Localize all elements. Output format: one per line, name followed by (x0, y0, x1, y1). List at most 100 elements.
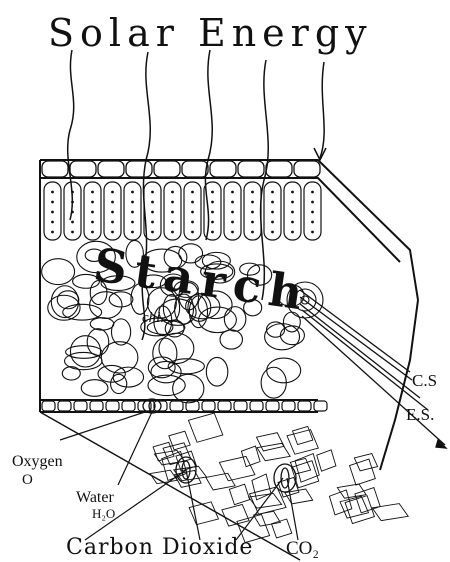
lower-cell (256, 433, 284, 451)
chloroplast (311, 201, 314, 204)
section-lines (300, 290, 446, 448)
chloroplast (151, 211, 154, 214)
lower-epidermis-cell (298, 401, 311, 411)
chloroplast (171, 221, 174, 224)
chloroplast (111, 221, 114, 224)
epidermis-cell (126, 161, 152, 177)
chloroplast (291, 211, 294, 214)
chloroplast (311, 211, 314, 214)
lower-cell (317, 450, 336, 471)
spongy-cell (265, 324, 300, 350)
lower-cell (295, 454, 319, 483)
chloroplast (51, 231, 54, 234)
epidermis-cell (70, 161, 96, 177)
epidermis-cell (294, 161, 320, 177)
chloroplast (231, 221, 234, 224)
solar-ray-5 (320, 62, 324, 158)
chloroplast (291, 191, 294, 194)
spongy-cell (280, 326, 304, 345)
chloroplast (51, 201, 54, 204)
chloroplast (211, 221, 214, 224)
chloroplast (231, 211, 234, 214)
lower-cell (257, 443, 290, 460)
lower-cell (293, 426, 313, 444)
chloroplast (131, 211, 134, 214)
lower-epidermis-cell (218, 401, 231, 411)
chloroplast (51, 211, 54, 214)
chloroplast (211, 191, 214, 194)
spongy-cell (267, 358, 301, 383)
title-solar-energy: Solar Energy (48, 11, 373, 55)
lower-cell (206, 473, 235, 490)
chloroplast (51, 191, 54, 194)
spongy-cell (148, 375, 185, 395)
lower-cell (253, 511, 280, 526)
chloroplast (111, 231, 114, 234)
chloroplast (91, 221, 94, 224)
chloroplast (91, 211, 94, 214)
chloroplast (171, 211, 174, 214)
spongy-cell (90, 318, 114, 330)
spongy-cell (206, 357, 228, 386)
water-formula: H₂O (92, 506, 115, 521)
chloroplast (291, 201, 294, 204)
spongy-cell (101, 342, 138, 373)
chloroplast (131, 231, 134, 234)
chloroplast (91, 191, 94, 194)
lower-epidermis-cell (74, 401, 87, 411)
chloroplast (191, 201, 194, 204)
chloroplast (71, 231, 74, 234)
lower-epidermis-cell (282, 401, 295, 411)
epidermis-cell (238, 161, 264, 177)
spongy-cell (62, 367, 80, 380)
chloroplast (291, 221, 294, 224)
chloroplast (191, 191, 194, 194)
lower-cell (290, 458, 310, 474)
chloroplast (51, 221, 54, 224)
upper-epidermis (42, 161, 320, 177)
lower-cell (169, 431, 190, 450)
lower-epidermis-cell (234, 401, 247, 411)
spongy-cell (220, 330, 242, 349)
chloroplast (311, 221, 314, 224)
lower-cell (355, 488, 380, 513)
epidermis-cell (42, 161, 68, 177)
chloroplast (291, 231, 294, 234)
chloroplast (151, 231, 154, 234)
lower-cell (354, 454, 377, 471)
chloroplast (111, 191, 114, 194)
water-label: Water (76, 489, 114, 506)
chloroplast (131, 191, 134, 194)
lower-epidermis-cell (106, 401, 119, 411)
chloroplast (271, 231, 274, 234)
lower-epidermis-cell (122, 401, 135, 411)
epidermis-cell (266, 161, 292, 177)
carbon-dioxide-label: Carbon Dioxide (66, 535, 253, 560)
chloroplast (91, 201, 94, 204)
epidermis-cell (210, 161, 236, 177)
chloroplast (131, 201, 134, 204)
spongy-cell (81, 380, 108, 397)
spongy-cell (153, 338, 177, 369)
lower-epidermis-cell (314, 401, 327, 411)
chloroplast (191, 231, 194, 234)
chloroplast (231, 231, 234, 234)
lower-cell (229, 484, 249, 504)
chloroplast (251, 231, 254, 234)
chloroplast (151, 201, 154, 204)
chloroplast (151, 191, 154, 194)
chloroplast (231, 201, 234, 204)
spongy-cell (57, 291, 79, 309)
chloroplast (271, 211, 274, 214)
epidermis-cell (154, 161, 180, 177)
es-label: E.S. (406, 405, 434, 424)
cs-label: C.S (412, 371, 437, 390)
lower-epidermis-cell (266, 401, 279, 411)
spongy-cell (63, 304, 102, 320)
oxygen-formula: O (22, 472, 33, 488)
chloroplast (271, 201, 274, 204)
chloroplast (171, 231, 174, 234)
lower-epidermis-cell (90, 401, 103, 411)
epidermis-cell (182, 161, 208, 177)
